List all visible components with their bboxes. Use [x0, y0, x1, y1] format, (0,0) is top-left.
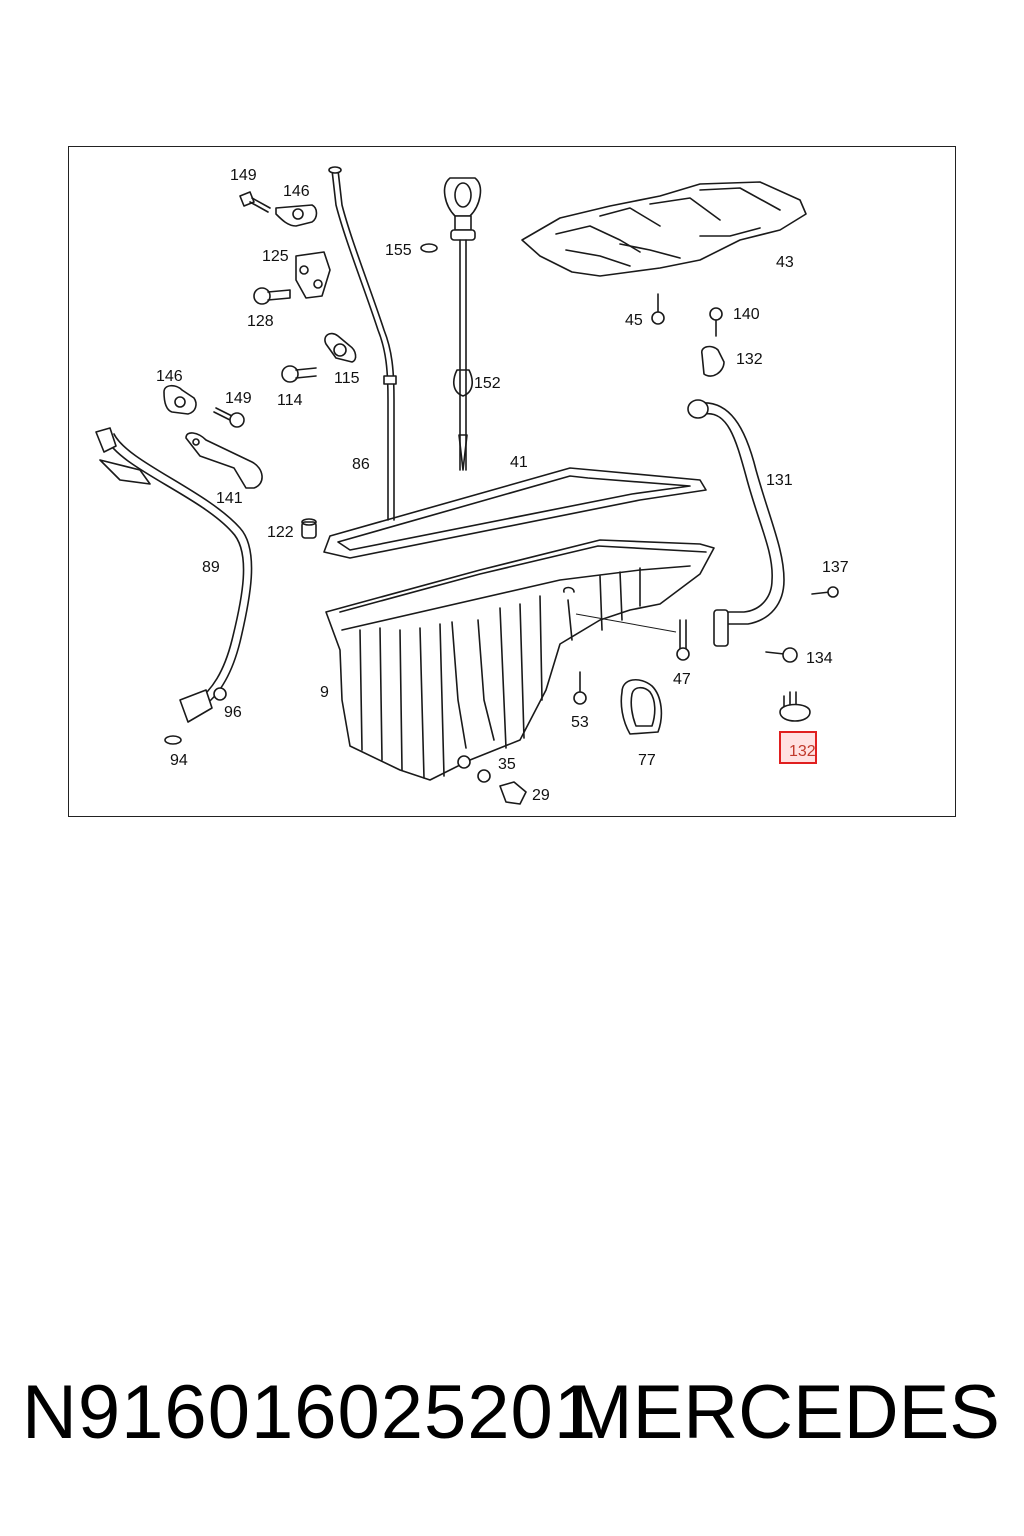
callout-47: 47 — [673, 671, 691, 688]
bolt-134 — [765, 647, 798, 663]
callout-149: 149 — [230, 167, 257, 184]
bolt-114 — [281, 365, 317, 383]
screw-35 — [457, 755, 491, 783]
clamp-146-top — [275, 204, 318, 227]
callout-125: 125 — [262, 248, 289, 265]
clip-132-bottom — [779, 691, 811, 722]
callout-96: 96 — [224, 704, 242, 721]
washer-94 — [164, 735, 182, 745]
clip-132-top — [701, 345, 725, 377]
baffle-plate-43 — [521, 181, 807, 277]
bolt-140 — [709, 307, 723, 337]
bolt-53 — [573, 671, 587, 705]
callout-132: 132 — [736, 351, 763, 368]
callout-146: 146 — [156, 368, 183, 385]
callout-128: 128 — [247, 313, 274, 330]
bolt-128 — [253, 287, 291, 305]
callout-115: 115 — [334, 370, 360, 387]
oil-pan-9 — [325, 539, 715, 781]
clamp-146-left — [163, 384, 197, 415]
bolt-137 — [811, 586, 839, 598]
plug-122 — [301, 518, 317, 539]
callout-53: 53 — [571, 714, 589, 731]
callout-141: 141 — [216, 490, 243, 507]
dipstick-152 — [420, 177, 482, 471]
gasket-41 — [323, 467, 707, 559]
callout-94: 94 — [170, 752, 188, 769]
callout-29: 29 — [532, 787, 550, 804]
callout-labels: 149 146 125 128 155 115 114 146 149 152 … — [156, 167, 849, 804]
callout-86: 86 — [352, 456, 370, 473]
bolt-149-left — [213, 407, 245, 428]
part-number: N916016025201 — [22, 1370, 598, 1455]
callout-41: 41 — [510, 454, 528, 471]
bolt-96 — [213, 687, 227, 701]
bracket-141 — [185, 432, 263, 489]
callout-35: 35 — [498, 756, 516, 773]
callout-134: 134 — [806, 650, 833, 667]
callout-131: 131 — [766, 472, 793, 489]
footer: N916016025201 MERCEDES — [0, 1375, 1024, 1475]
callout-149: 149 — [225, 390, 252, 407]
gasket-77 — [620, 679, 663, 735]
callout-9: 9 — [320, 684, 329, 701]
guide-tube-89 — [95, 427, 253, 723]
callout-155: 155 — [385, 242, 412, 259]
callout-89: 89 — [202, 559, 220, 576]
bracket-125 — [295, 251, 331, 299]
dipstick-guide-tube-86 — [328, 166, 397, 521]
callout-43: 43 — [776, 254, 794, 271]
suction-pipe-131 — [687, 399, 785, 647]
callout-152: 152 — [474, 375, 501, 392]
callout-114: 114 — [277, 392, 303, 409]
bolt-47 — [676, 619, 690, 661]
bolt-45 — [651, 293, 665, 325]
callout-132-highlighted: 132 — [789, 743, 816, 760]
callout-140: 140 — [733, 306, 760, 323]
bolt-149-top — [239, 191, 271, 213]
plug-29 — [499, 781, 527, 805]
callout-45: 45 — [625, 312, 643, 329]
clamp-115 — [324, 332, 357, 363]
callout-137: 137 — [822, 559, 849, 576]
leader-lines — [575, 613, 677, 633]
highlight-box — [779, 731, 817, 764]
callout-122: 122 — [267, 524, 294, 541]
callout-77: 77 — [638, 752, 656, 769]
brand-name: MERCEDES — [569, 1370, 1000, 1455]
callout-146: 146 — [283, 183, 310, 200]
